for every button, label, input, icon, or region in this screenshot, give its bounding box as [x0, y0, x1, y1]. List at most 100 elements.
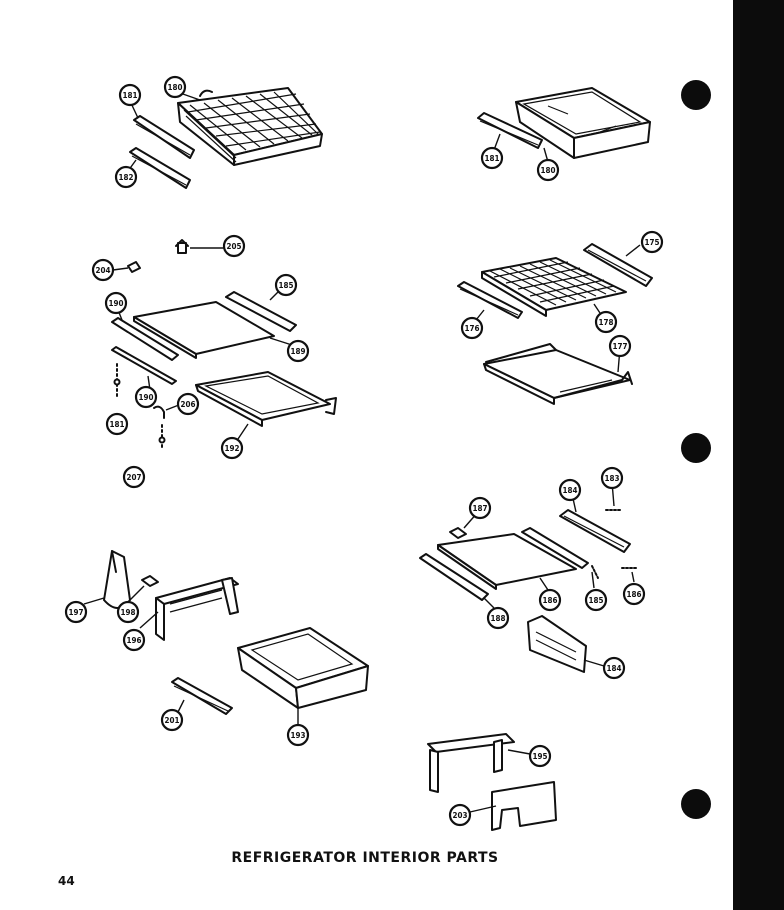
svg-text:206: 206	[180, 400, 195, 409]
svg-text:204: 204	[95, 266, 110, 275]
shelf-support-drawing	[559, 509, 631, 553]
svg-text:203: 203	[452, 811, 467, 820]
callout-175: 175	[640, 230, 664, 254]
svg-text:196: 196	[126, 636, 141, 645]
svg-text:197: 197	[68, 608, 83, 617]
callout-186: 186	[622, 582, 646, 606]
callout-195: 195	[528, 744, 552, 768]
cover-drawing	[103, 550, 131, 609]
svg-text:178: 178	[598, 318, 613, 327]
callout-203: 203	[448, 803, 472, 827]
rail-drawing	[171, 677, 233, 715]
punch-hole	[681, 433, 711, 463]
svg-text:184: 184	[562, 486, 577, 495]
svg-text:205: 205	[226, 242, 241, 251]
screw-drawing	[591, 509, 637, 579]
callout-197: 197	[64, 600, 88, 624]
callout-189: 189	[286, 339, 310, 363]
svg-text:195: 195	[532, 752, 547, 761]
svg-text:181: 181	[109, 420, 124, 429]
callout-184: 184	[602, 656, 626, 680]
svg-text:193: 193	[290, 731, 305, 740]
shelf-glass-drawing	[133, 301, 275, 359]
leader-lines	[83, 92, 641, 813]
screw-drawing	[113, 363, 121, 397]
callout-176: 176	[460, 316, 484, 340]
punch-hole	[681, 80, 711, 110]
trim-strip-drawing	[111, 346, 177, 385]
shelf-glass-drawing	[437, 533, 577, 590]
page-title: REFRIGERATOR INTERIOR PARTS	[231, 850, 499, 866]
frame-drawing	[155, 577, 239, 641]
cover-panel-drawing	[527, 615, 587, 673]
callout-190: 190	[104, 291, 128, 315]
clip-drawing	[449, 527, 467, 539]
callout-180: 180	[536, 158, 560, 182]
binding-edge	[733, 0, 784, 910]
svg-text:201: 201	[164, 716, 179, 725]
callout-181: 181	[480, 146, 504, 170]
svg-text:186: 186	[626, 590, 641, 599]
svg-text:187: 187	[472, 504, 487, 513]
svg-text:180: 180	[540, 166, 555, 175]
trim-strip-drawing	[225, 291, 297, 332]
svg-text:176: 176	[464, 324, 479, 333]
callout-188: 188	[486, 606, 510, 630]
callout-198: 198	[116, 600, 140, 624]
svg-text:177: 177	[612, 342, 627, 351]
shelf-support-drawing	[583, 243, 653, 287]
callout-184: 184	[558, 478, 582, 502]
shelf-frame-drawing	[195, 371, 337, 427]
wire-basket-drawing	[177, 87, 323, 166]
callout-193: 193	[286, 723, 310, 747]
meat-pan-drawing	[237, 627, 369, 709]
callout-207: 207	[122, 465, 146, 489]
rail-drawing	[129, 147, 191, 189]
clip-drawing	[141, 575, 159, 587]
callout-178: 178	[594, 310, 618, 334]
callout-206: 206	[176, 392, 200, 416]
trim-strip-drawing	[419, 553, 489, 601]
callout-201: 201	[160, 708, 184, 732]
svg-text:186: 186	[542, 596, 557, 605]
svg-text:185: 185	[588, 596, 603, 605]
svg-text:198: 198	[120, 608, 135, 617]
svg-text:184: 184	[606, 664, 621, 673]
rail-drawing	[477, 112, 543, 149]
callout-186: 186	[538, 588, 562, 612]
page-number: 44	[58, 874, 75, 888]
frame-drawing	[427, 733, 515, 793]
callout-205: 205	[222, 234, 246, 258]
callout-196: 196	[122, 628, 146, 652]
svg-text:192: 192	[224, 444, 239, 453]
callout-187: 187	[468, 496, 492, 520]
callout-185: 185	[274, 273, 298, 297]
callout-204: 204	[91, 258, 115, 282]
punch-hole	[681, 789, 711, 819]
panel-drawing	[491, 781, 557, 831]
callout-183: 183	[600, 466, 624, 490]
shelf-bracket-drawing	[483, 343, 633, 405]
trim-strip-drawing	[111, 317, 179, 361]
callout-181: 181	[105, 412, 129, 436]
callout-190: 190	[134, 385, 158, 409]
clip-drawing	[127, 261, 141, 273]
svg-text:190: 190	[138, 393, 153, 402]
trim-strip-drawing	[521, 527, 589, 569]
svg-text:188: 188	[490, 614, 505, 623]
screw-drawing	[158, 424, 166, 449]
shelf-support-drawing	[457, 281, 523, 319]
wire-shelf-drawing	[481, 257, 627, 317]
svg-text:182: 182	[118, 173, 133, 182]
svg-text:175: 175	[644, 238, 659, 247]
callout-182: 182	[114, 165, 138, 189]
svg-text:189: 189	[290, 347, 305, 356]
svg-text:207: 207	[126, 473, 141, 482]
callout-192: 192	[220, 436, 244, 460]
svg-text:190: 190	[108, 299, 123, 308]
svg-text:180: 180	[167, 83, 182, 92]
callout-177: 177	[608, 334, 632, 358]
svg-text:185: 185	[278, 281, 293, 290]
